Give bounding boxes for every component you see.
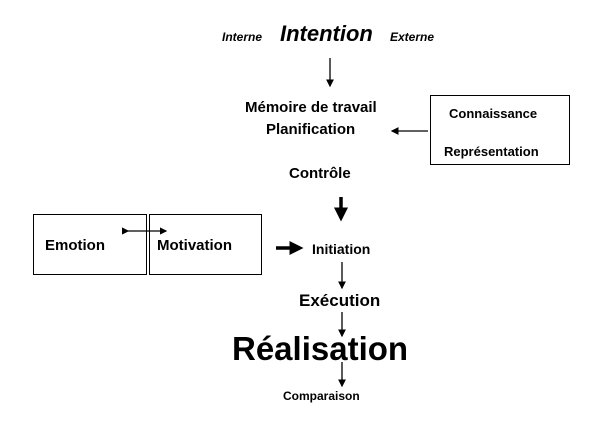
knowledge-box bbox=[430, 95, 570, 165]
comparison-label: Comparaison bbox=[283, 389, 360, 403]
realisation-label: Réalisation bbox=[232, 330, 409, 367]
emotion-label: Emotion bbox=[45, 237, 105, 254]
emotion-box bbox=[33, 214, 147, 275]
motivation-label: Motivation bbox=[157, 237, 232, 254]
intention-title: Intention bbox=[280, 21, 373, 46]
planning-label: Planification bbox=[266, 121, 356, 138]
motivation-box bbox=[149, 214, 262, 275]
external-label: Externe bbox=[390, 30, 435, 44]
initiation-label: Initiation bbox=[312, 241, 371, 257]
representation-label: Représentation bbox=[444, 144, 539, 159]
working-memory-label: Mémoire de travail bbox=[245, 99, 377, 116]
control-label: Contrôle bbox=[289, 165, 351, 182]
knowledge-label: Connaissance bbox=[449, 106, 538, 121]
execution-label: Exécution bbox=[299, 291, 381, 310]
internal-label: Interne bbox=[222, 30, 263, 44]
